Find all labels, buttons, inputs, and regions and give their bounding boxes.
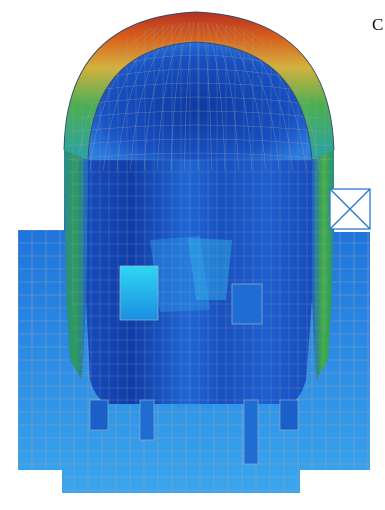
mesh-line [215, 22, 280, 171]
mesh-line [76, 110, 320, 119]
mesh-line [157, 22, 190, 171]
outline [63, 11, 335, 161]
mesh-line [97, 82, 299, 91]
crossed-element [329, 188, 371, 230]
inner-pedestal [231, 283, 263, 325]
mesh-line [200, 22, 212, 171]
internal-components [89, 265, 299, 465]
right-wall [312, 150, 334, 380]
cyan-column [119, 265, 159, 321]
dome-interior [88, 42, 312, 160]
support-left [89, 399, 109, 431]
mesh-line [89, 22, 175, 171]
mesh-line [130, 54, 266, 63]
mesh-line [206, 22, 239, 171]
support-inner-right [243, 399, 259, 465]
mesh-line [69, 124, 327, 133]
mesh-line [103, 22, 178, 171]
mesh-line [184, 22, 196, 171]
vessel-mesh-grid [68, 22, 332, 404]
mesh-line [85, 96, 311, 105]
mesh-line [209, 22, 253, 171]
mesh-line [221, 22, 307, 171]
mesh-line [68, 138, 331, 147]
mesh-line [116, 22, 181, 171]
mesh-line [150, 40, 246, 49]
mesh-line [212, 22, 266, 171]
stress-highlight-left [150, 236, 210, 312]
mesh-line [218, 22, 293, 171]
mesh-line [112, 68, 284, 77]
mesh-line [130, 22, 184, 171]
corner-label: C [372, 15, 384, 34]
mesh-line [143, 22, 187, 171]
containment-vessel [64, 12, 334, 404]
mesh-line [203, 22, 226, 171]
support-inner-left [139, 399, 155, 441]
support-right [279, 399, 299, 431]
mesh-line [68, 152, 332, 161]
mesh-line [170, 22, 193, 171]
